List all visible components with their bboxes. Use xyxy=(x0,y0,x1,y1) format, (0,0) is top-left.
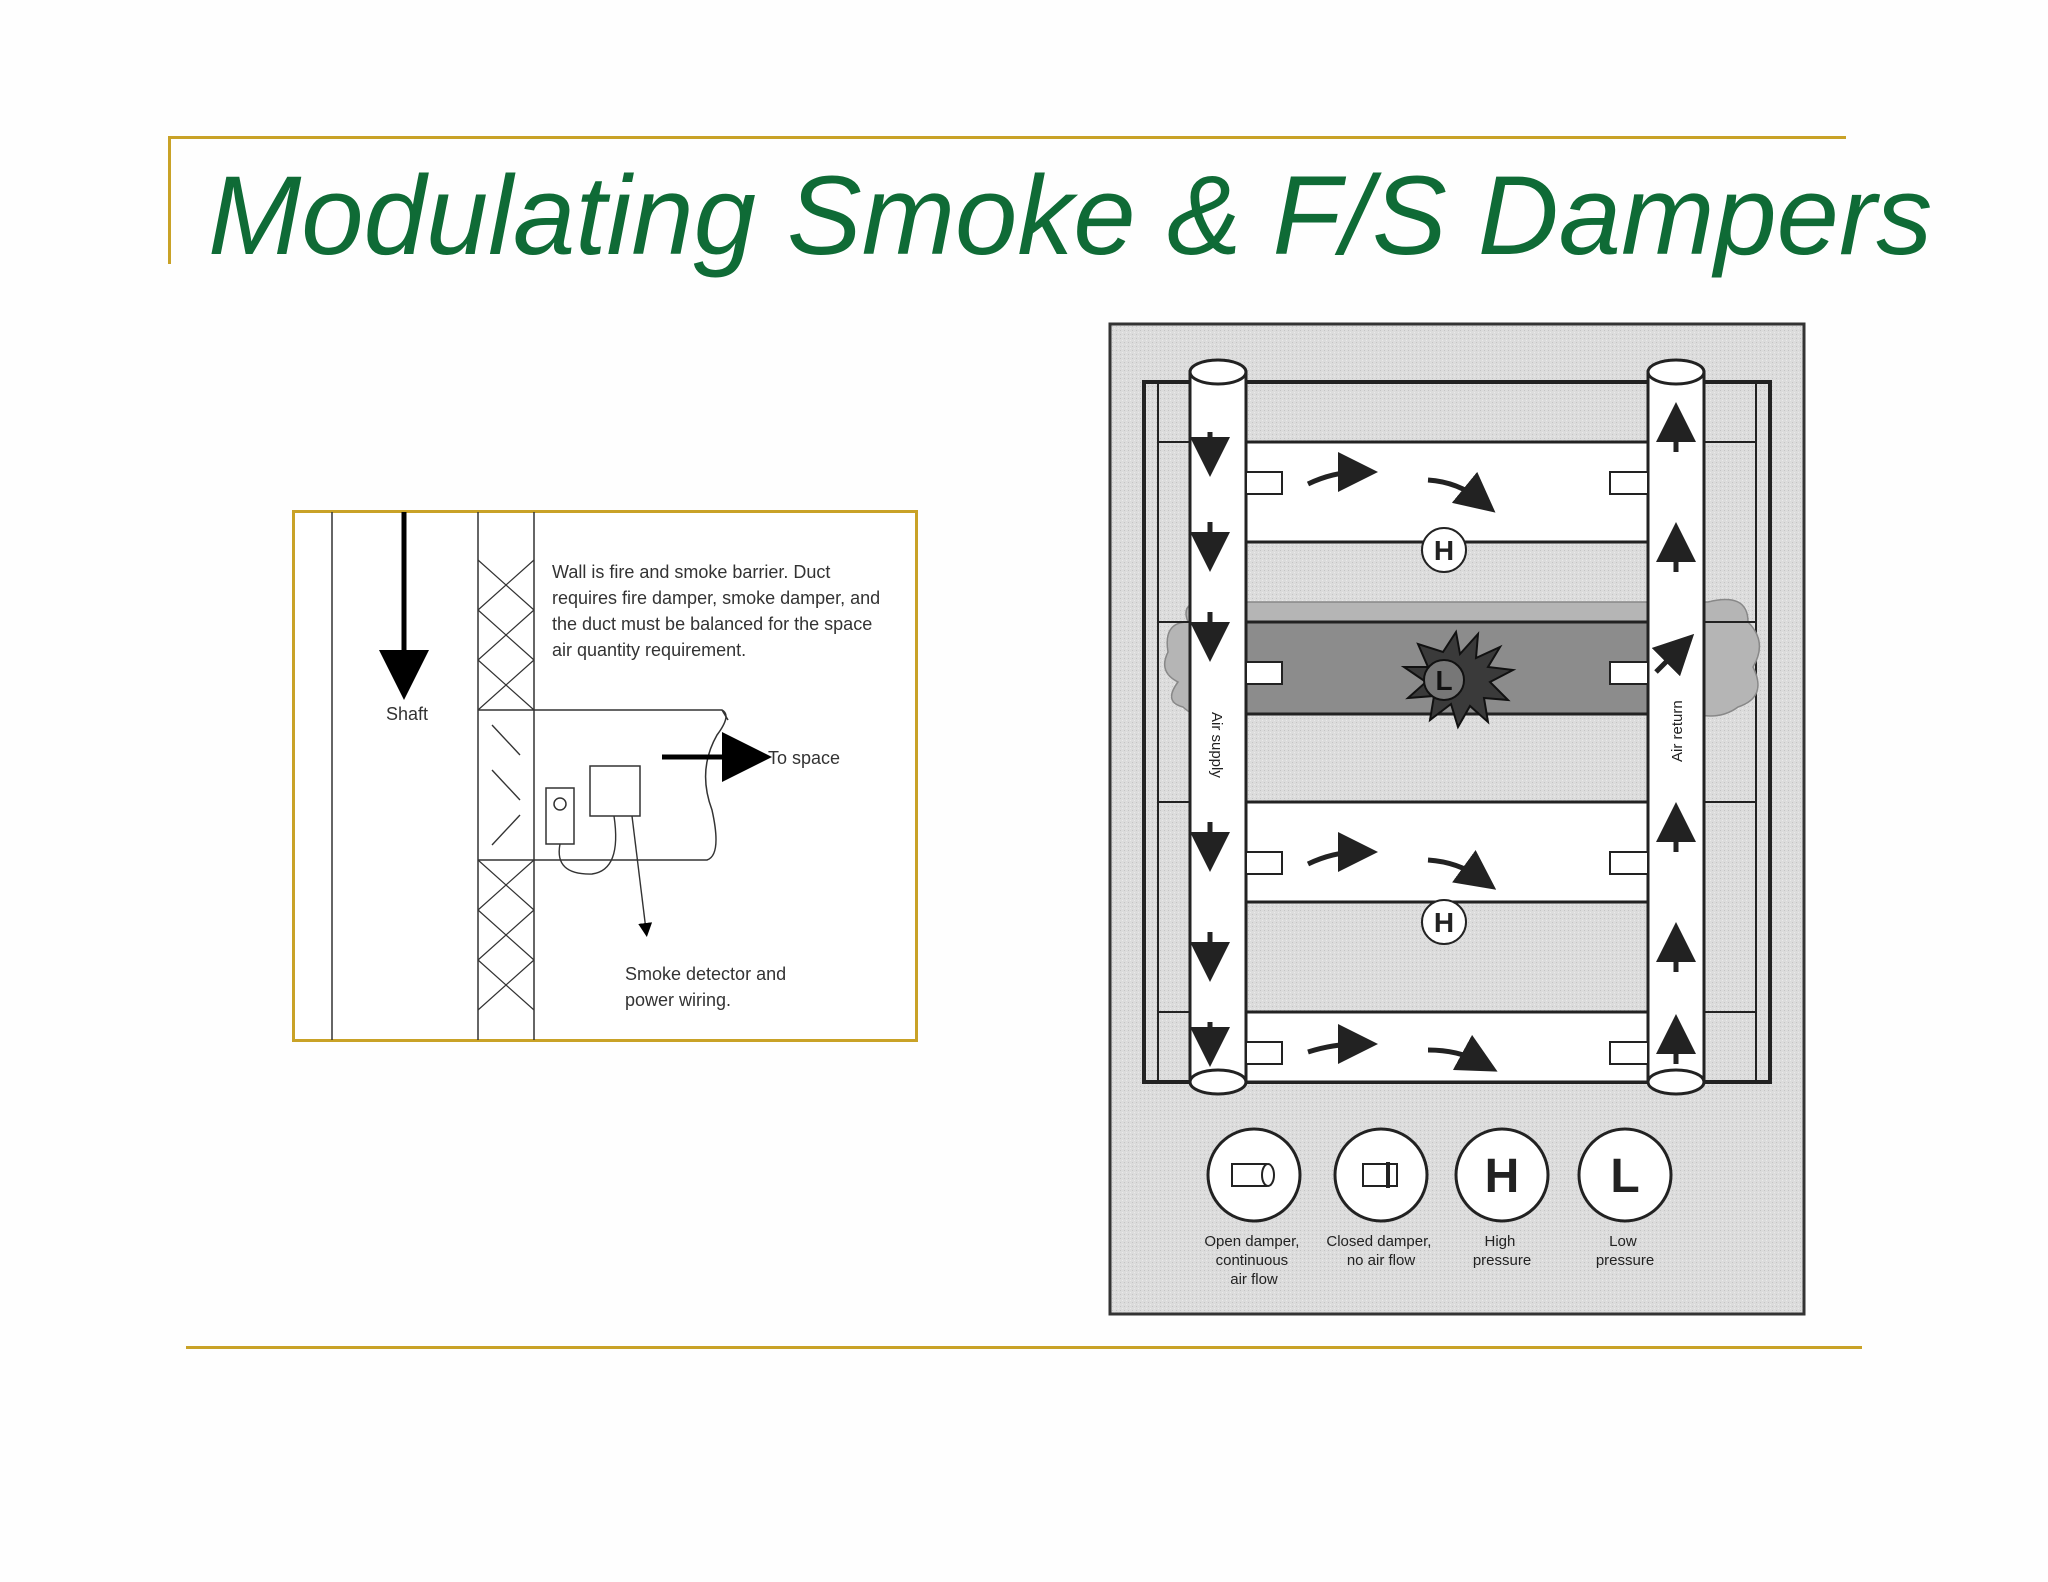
pressure-mark-high: H xyxy=(1421,899,1467,945)
wall-hatch-upper xyxy=(477,559,535,711)
bottom-rule xyxy=(186,1346,1862,1349)
air-supply-label: Air supply xyxy=(1208,712,1225,778)
duct-wall-penetration-diagram: Shaft To space Wall is fire and smoke ba… xyxy=(292,510,918,1042)
wall-note-line: requires fire damper, smoke damper, and xyxy=(552,588,880,608)
svg-text:Open damper, continuou: Open damper, continuous air flow xyxy=(1204,1233,1303,1288)
legend-symbol: L xyxy=(1610,1150,1639,1203)
legend-high-pressure: H High pressure xyxy=(1454,1127,1550,1269)
top-rule xyxy=(168,136,1846,139)
legend-closed-damper: Closed damper, no air flow xyxy=(1326,1127,1435,1269)
detector-note: Smoke detector and power wiring. xyxy=(625,964,791,1010)
legend-caption-line: High xyxy=(1484,1233,1515,1250)
smoke-detector-housing xyxy=(545,787,575,845)
smoke-damper-actuator xyxy=(589,765,641,817)
pressure-mark-text: H xyxy=(1434,535,1454,566)
smoke-detector-lens xyxy=(553,797,567,811)
wall-note-line: Wall is fire and smoke barrier. Duct xyxy=(552,562,830,582)
airflow-arrows xyxy=(1190,402,1696,1072)
left-rule xyxy=(168,136,171,264)
detector-leader-line xyxy=(631,815,653,937)
wall-hatch-lower xyxy=(477,859,535,1011)
legend-symbol: H xyxy=(1485,1150,1520,1203)
detector-note-line: Smoke detector and xyxy=(625,964,786,984)
legend-caption-line: pressure xyxy=(1596,1252,1654,1269)
wall-note-line: the duct must be balanced for the space xyxy=(552,614,872,634)
pressure-mark-high: H xyxy=(1421,527,1467,573)
branch-dampers xyxy=(1245,471,1649,1065)
slide-title: Modulating Smoke & F/S Dampers xyxy=(208,153,1933,278)
duct-top-extend xyxy=(721,709,729,721)
legend-caption-line: Closed damper, xyxy=(1326,1233,1431,1250)
legend-low-pressure: L Low pressure xyxy=(1577,1127,1673,1269)
legend-open-damper: Open damper, continuous air flow xyxy=(1204,1127,1303,1288)
wall-note: Wall is fire and smoke barrier. Duct req… xyxy=(552,562,885,660)
detector-note-line: power wiring. xyxy=(625,990,731,1010)
wall-note-line: air quantity requirement. xyxy=(552,640,746,660)
fire-damper-blades xyxy=(491,724,521,846)
pressure-mark-low: L xyxy=(1423,659,1465,701)
svg-text:Closed damper, no air: Closed damper, no air flow xyxy=(1326,1233,1435,1269)
legend-caption-line: air flow xyxy=(1230,1271,1278,1288)
pressurization-zone-diagram: Air supply Air return H L H xyxy=(1108,322,1806,1316)
air-return-label: Air return xyxy=(1669,700,1686,762)
legend-caption-line: no air flow xyxy=(1347,1252,1416,1269)
legend-caption-line: pressure xyxy=(1473,1252,1531,1269)
shaft-label: Shaft xyxy=(386,704,428,724)
pressure-mark-text: H xyxy=(1434,907,1454,938)
legend-caption-line: continuous xyxy=(1216,1252,1289,1269)
legend-caption-line: Low xyxy=(1609,1233,1637,1250)
legend: Open damper, continuous air flow Closed … xyxy=(1204,1127,1673,1288)
power-wiring xyxy=(558,815,617,875)
svg-text:High pressure: High pressure xyxy=(1473,1233,1531,1269)
pressure-mark-text: L xyxy=(1435,665,1452,696)
legend-caption-line: Open damper, xyxy=(1204,1233,1299,1250)
to-space-label: To space xyxy=(768,748,840,768)
svg-text:Low pressure: Low pressure xyxy=(1596,1233,1654,1269)
